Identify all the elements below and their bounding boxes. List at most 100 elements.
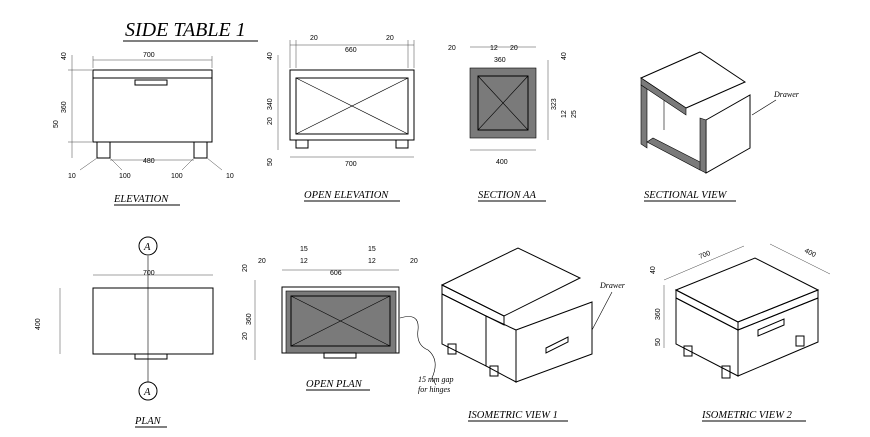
plan-handle xyxy=(134,353,168,360)
open-elev-dim-inner: 660 xyxy=(345,47,357,54)
iso2-dim-height: 360 xyxy=(655,308,662,320)
section-dim-360: 360 xyxy=(494,57,506,64)
plan-label: PLAN xyxy=(134,416,162,427)
sectional-drawer-note: Drawer xyxy=(773,90,800,99)
iso2-dim-depth: 400 xyxy=(803,248,817,260)
iso2-dim-top: 40 xyxy=(650,266,657,274)
iso2-leg-front xyxy=(721,365,731,379)
drawer-handle xyxy=(134,79,168,86)
sectional-top xyxy=(639,51,747,109)
isometric-view-2: 700 400 40 360 50 ISOMETRIC VIEW 2 xyxy=(650,243,831,422)
open-elev-leg-right xyxy=(395,139,409,149)
iso2-side xyxy=(737,297,819,377)
elevation-dim-r100: 100 xyxy=(171,173,183,180)
section-dim-20b: 20 xyxy=(510,45,518,52)
section-dim-20a: 20 xyxy=(448,45,456,52)
iso1-top-front xyxy=(441,284,505,326)
open-elev-opening xyxy=(295,77,409,135)
elevation-dim-width: 700 xyxy=(143,52,155,59)
isometric-view-1: Drawer 15 mm gap for hinges ISOMETRIC VI… xyxy=(418,247,626,422)
section-opening xyxy=(477,75,529,131)
open-plan-opening xyxy=(290,295,391,347)
iso2-leg-right xyxy=(795,335,805,347)
elevation-dim-top: 40 xyxy=(61,52,68,60)
sectional-view: Drawer SECTIONAL VIEW xyxy=(639,51,800,202)
open-elev-dim-width: 700 xyxy=(345,161,357,168)
open-elevation-label: OPEN ELEVATION xyxy=(304,190,389,201)
plan-dim-depth: 400 xyxy=(35,318,42,330)
iso1-leg-front xyxy=(489,365,499,377)
open-plan-dim-r12: 12 xyxy=(368,258,376,265)
elevation-dim-inner: 480 xyxy=(143,158,155,165)
iso2-front xyxy=(675,297,739,377)
iso2-top xyxy=(674,257,820,323)
sectional-left-side xyxy=(640,84,648,149)
section-marker-top xyxy=(138,236,158,256)
open-plan-view: 15 12 20 15 12 20 606 20 360 20 OPEN PLA… xyxy=(242,246,437,391)
elevation-leg-left xyxy=(96,141,111,159)
iso1-drawer-front xyxy=(515,301,593,383)
open-plan-dim-b20: 20 xyxy=(242,332,249,340)
drawer-front xyxy=(705,94,751,174)
iso2-top-front xyxy=(675,289,739,331)
elevation-dim-r10: 10 xyxy=(226,173,234,180)
open-elev-dim-h340: 340 xyxy=(267,98,274,110)
sectional-top-front xyxy=(640,77,687,116)
open-plan-dim-h360: 360 xyxy=(246,313,253,325)
open-plan-label: OPEN PLAN xyxy=(306,379,363,390)
plan-dim-width: 700 xyxy=(143,270,155,277)
drawing-title: SIDE TABLE 1 xyxy=(125,19,246,41)
elevation-dim-height: 360 xyxy=(61,101,68,113)
open-plan-frame xyxy=(285,290,397,354)
section-marker-bottom xyxy=(138,381,158,401)
iso2-handle xyxy=(757,318,785,337)
hinge-gap-leader xyxy=(399,316,437,386)
elevation-dim-leg: 50 xyxy=(53,120,60,128)
open-plan-dim-l20: 20 xyxy=(258,258,266,265)
plan-section-mark-bottom: A xyxy=(143,387,151,398)
plan-section-mark-top: A xyxy=(143,242,151,253)
open-elev-leg-left xyxy=(295,139,309,149)
iso1-side xyxy=(441,293,487,367)
iso2-dim-width: 700 xyxy=(698,250,712,261)
open-elev-dim-side: 20 xyxy=(267,117,274,125)
open-elev-dim-l20: 20 xyxy=(310,35,318,42)
iso1-gap-note-1: 15 mm gap xyxy=(418,375,454,384)
iso1-drawer-handle xyxy=(545,336,569,354)
section-dim-12r: 12 xyxy=(561,110,568,118)
iso1-leg-left xyxy=(447,343,457,355)
open-plan-dim-r15: 15 xyxy=(368,246,376,253)
sectional-bottom xyxy=(646,137,707,171)
open-elevation-view: 20 20 660 40 340 20 50 700 OPEN ELEVATIO… xyxy=(267,35,415,202)
elevation-dim-l10: 10 xyxy=(68,173,76,180)
open-elev-dim-r20: 20 xyxy=(386,35,394,42)
section-dim-400: 400 xyxy=(496,159,508,166)
section-dim-12: 12 xyxy=(490,45,498,52)
iso1-gap-note-2: for hinges xyxy=(418,385,450,394)
plan-body xyxy=(92,287,214,355)
open-elev-dim-top: 40 xyxy=(267,52,274,60)
open-plan-dim-l15: 15 xyxy=(300,246,308,253)
open-elev-body xyxy=(289,69,415,141)
open-plan-dim-r20: 20 xyxy=(410,258,418,265)
elevation-label: ELEVATION xyxy=(113,194,169,205)
iso1-label: ISOMETRIC VIEW 1 xyxy=(467,410,558,421)
iso2-leg-left xyxy=(683,345,693,357)
iso2-dim-leg: 50 xyxy=(655,338,662,346)
open-plan-dim-inner: 606 xyxy=(330,270,342,277)
elevation-leg-right xyxy=(193,141,208,159)
section-aa-label: SECTION AA xyxy=(478,190,536,201)
iso1-top xyxy=(440,247,582,317)
sectional-view-label: SECTIONAL VIEW xyxy=(644,190,728,201)
section-dim-323: 323 xyxy=(551,98,558,110)
elevation-body xyxy=(92,69,213,143)
iso2-label: ISOMETRIC VIEW 2 xyxy=(701,410,793,421)
elevation-view: 700 40 360 50 480 10 100 100 10 ELEVATIO… xyxy=(53,52,234,206)
open-plan-dim-l12: 12 xyxy=(300,258,308,265)
elevation-dim-l100: 100 xyxy=(119,173,131,180)
section-dim-25: 25 xyxy=(571,110,578,118)
open-elev-dim-leg: 50 xyxy=(267,158,274,166)
open-plan-handle xyxy=(323,352,357,359)
plan-view: A A 700 400 PLAN xyxy=(35,236,214,428)
section-dim-top: 40 xyxy=(561,52,568,60)
